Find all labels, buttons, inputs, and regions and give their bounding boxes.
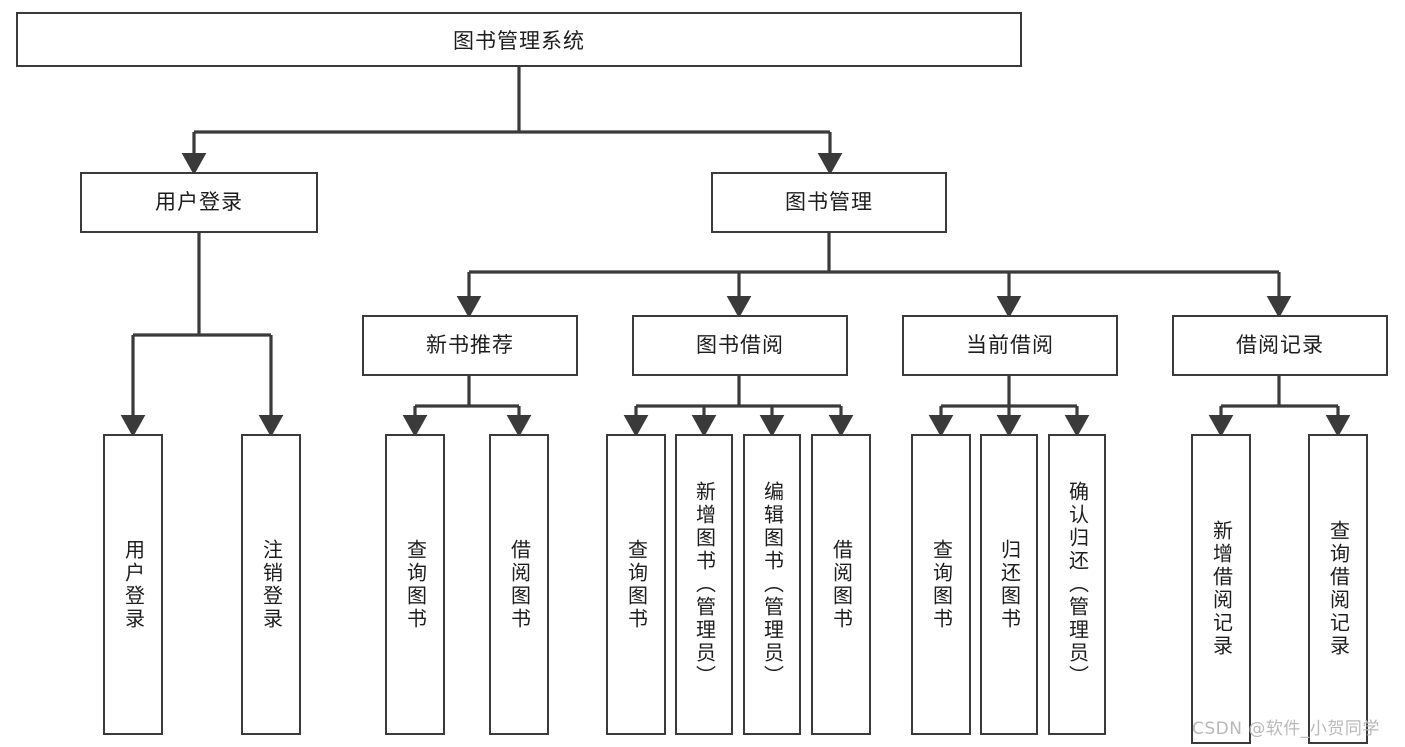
leaf-records-add-record[interactable]: 新增借阅记录 (1191, 434, 1251, 744)
leaf-borrow-query-book[interactable]: 查询图书 (606, 434, 666, 735)
node-root-system[interactable]: 图书管理系统 (16, 12, 1022, 67)
leaf-current-return-book[interactable]: 归还图书 (980, 434, 1038, 735)
leaf-current-query-book[interactable]: 查询图书 (911, 434, 971, 735)
leaf-borrow-borrow-book[interactable]: 借阅图书 (811, 434, 871, 735)
leaf-user-login-login[interactable]: 用户登录 (103, 434, 163, 735)
leaf-borrow-add-book-admin[interactable]: 新增图书（管理员） (675, 434, 733, 735)
leaf-new-book-borrow[interactable]: 借阅图书 (489, 434, 549, 735)
leaf-user-login-logout[interactable]: 注销登录 (241, 434, 301, 735)
leaf-records-query-record[interactable]: 查询借阅记录 (1308, 434, 1368, 744)
leaf-current-confirm-return-admin[interactable]: 确认归还（管理员） (1048, 434, 1106, 735)
leaf-borrow-edit-book-admin[interactable]: 编辑图书（管理员） (743, 434, 801, 735)
node-user-login[interactable]: 用户登录 (80, 172, 318, 233)
node-book-management[interactable]: 图书管理 (711, 172, 947, 233)
node-new-book-recommend[interactable]: 新书推荐 (362, 315, 578, 376)
node-current-borrow[interactable]: 当前借阅 (902, 315, 1118, 376)
node-book-borrow[interactable]: 图书借阅 (632, 315, 848, 376)
node-borrow-records[interactable]: 借阅记录 (1172, 315, 1388, 376)
leaf-new-book-query[interactable]: 查询图书 (385, 434, 445, 735)
